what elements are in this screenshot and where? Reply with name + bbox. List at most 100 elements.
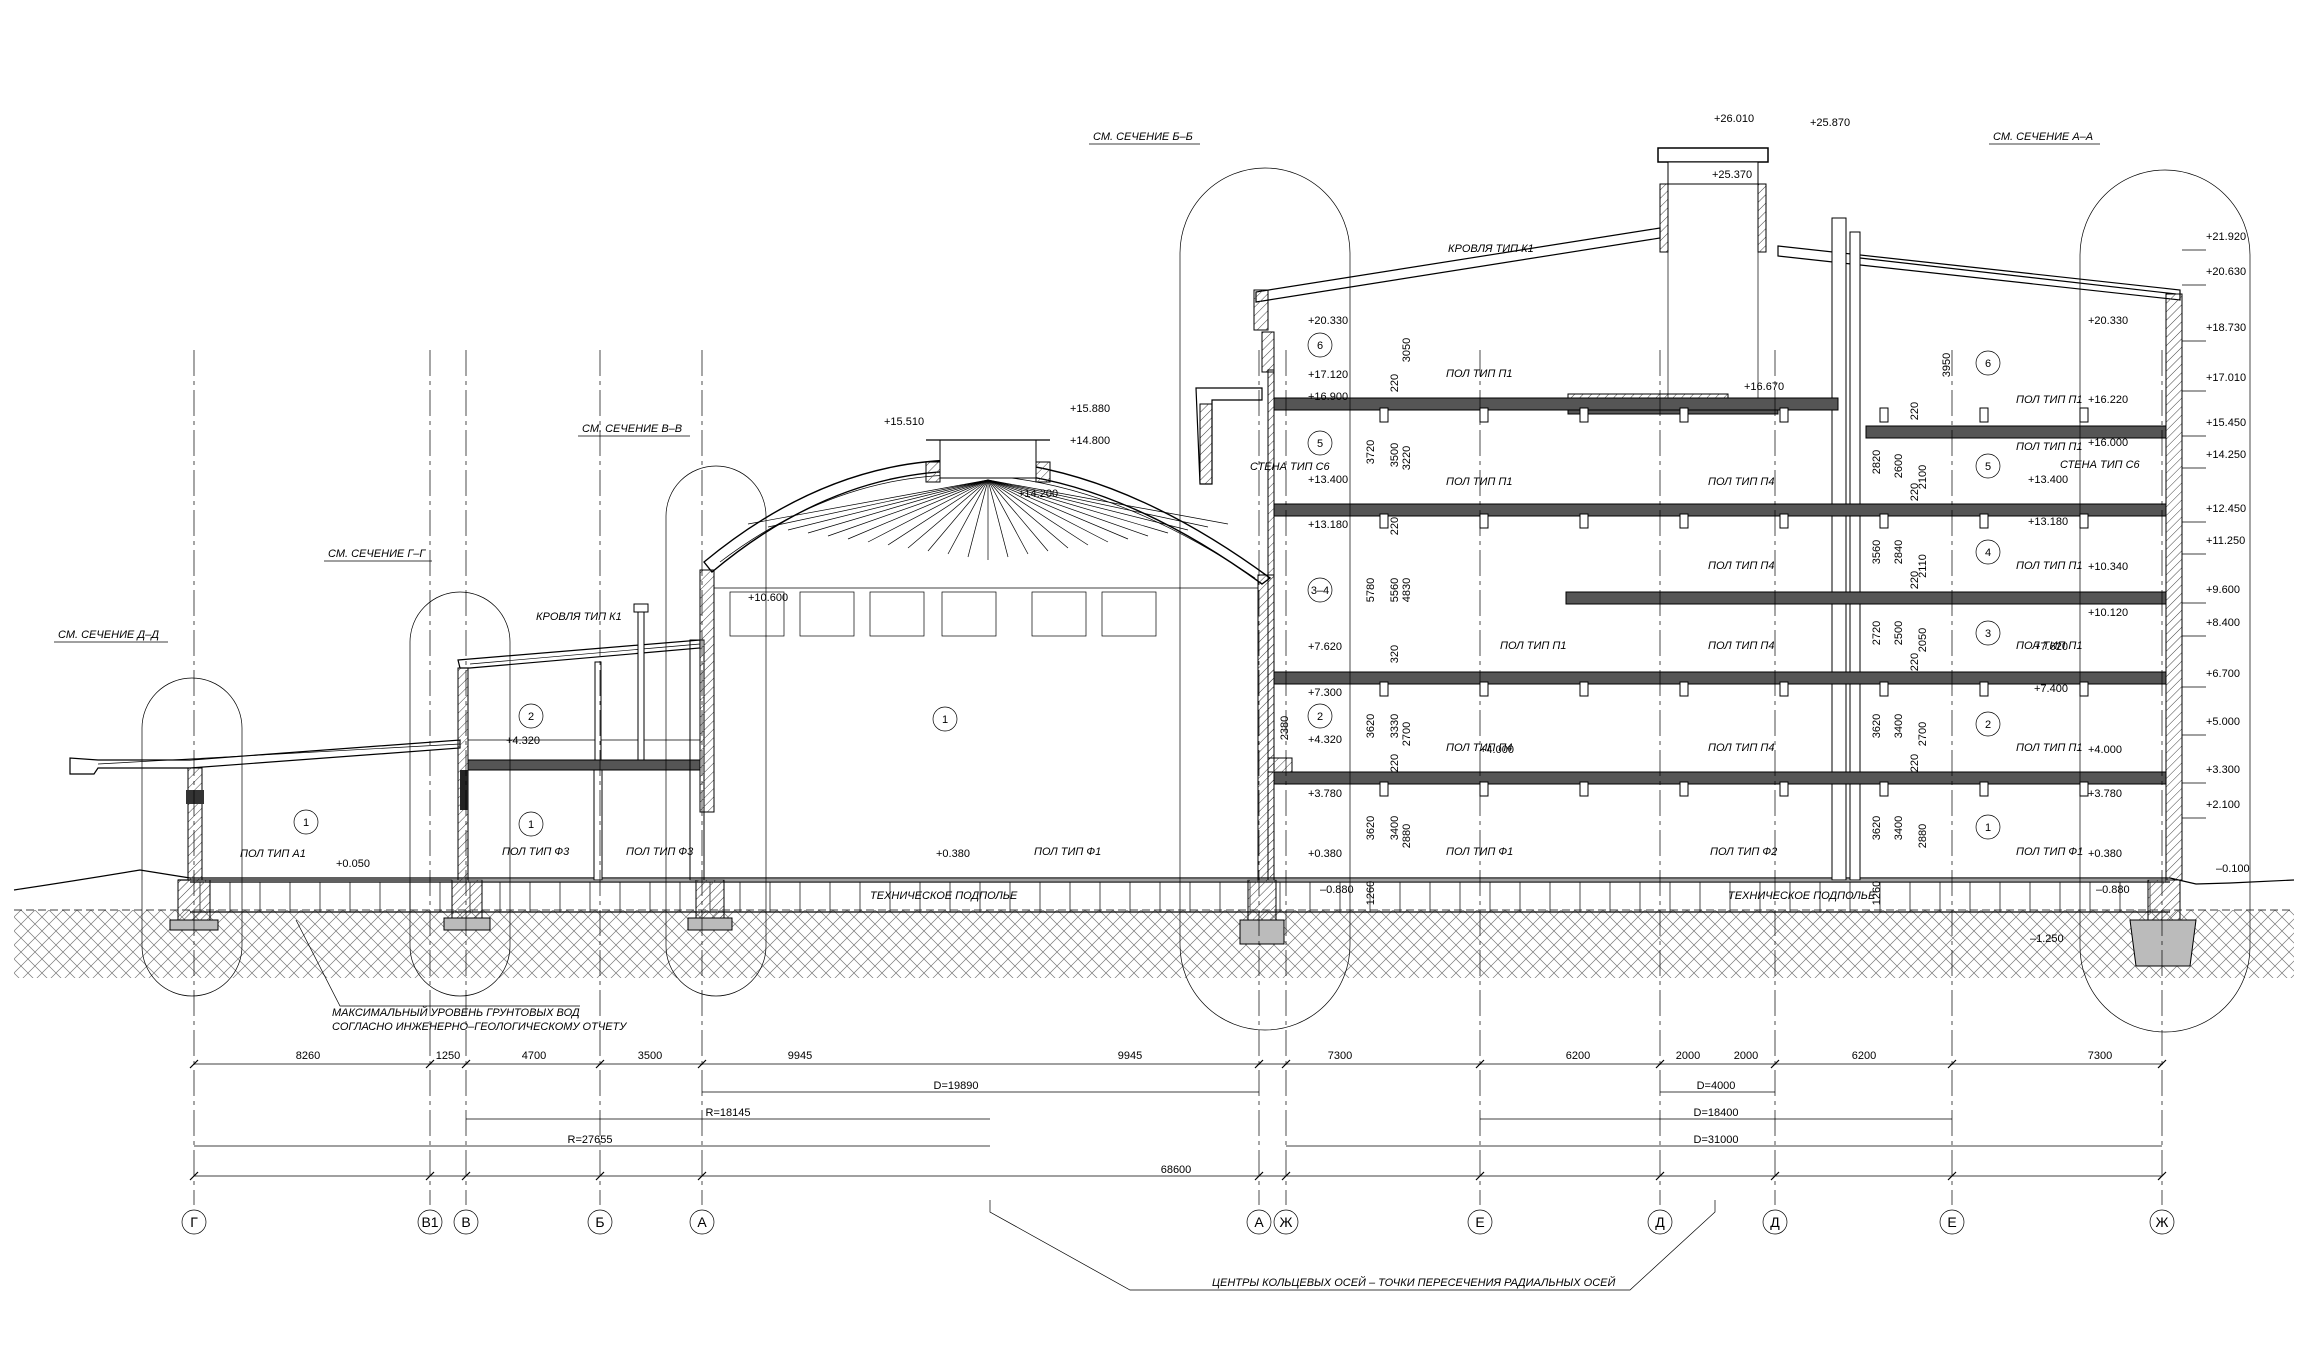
section-ref-labels: СМ. СЕЧЕНИЕ Д–ДСМ. СЕЧЕНИЕ Г–ГСМ. СЕЧЕНИ… <box>58 131 2093 641</box>
elevation-mark: +10.600 <box>748 592 788 604</box>
room-number-circle <box>932 706 958 732</box>
elevation-mark: +7.620 <box>1308 641 1342 653</box>
vertical-dimension: 3400 <box>1893 714 1905 738</box>
axis-lines <box>193 350 2163 1205</box>
floor-type-label: ПОЛ ТИП Ф1 <box>1446 846 1513 858</box>
axis-label: Д <box>1770 1214 1780 1230</box>
axis-label: В <box>461 1214 470 1230</box>
section-ref-label: СМ. СЕЧЕНИЕ Б–Б <box>1093 131 1193 143</box>
room-number: 5 <box>1985 461 1991 473</box>
elevation-mark: +3.780 <box>1308 788 1342 800</box>
horizontal-dimension: 2000 <box>1676 1050 1700 1062</box>
floor-type-label: СТЕНА ТИП С6 <box>2060 459 2141 471</box>
room-number-circle <box>1307 577 1333 603</box>
horizontal-dimension: 7300 <box>2088 1050 2112 1062</box>
elevation-mark: +18.730 <box>2206 322 2246 334</box>
room-number-circle <box>1975 814 2001 840</box>
horizontal-dimension: 2000 <box>1734 1050 1758 1062</box>
axis-bubble <box>1273 1209 1299 1235</box>
vertical-dimension: 2840 <box>1893 540 1905 564</box>
main-block <box>1195 147 2206 881</box>
vertical-dimension: 3400 <box>1893 816 1905 840</box>
vertical-dimension: 2380 <box>1279 716 1291 740</box>
dome-building <box>699 439 1275 881</box>
axis-bubble <box>1647 1209 1673 1235</box>
vertical-dimension: 2110 <box>1917 554 1929 578</box>
elevation-mark: +0.380 <box>1308 848 1342 860</box>
floor-type-label: ПОЛ ТИП Ф1 <box>2016 846 2083 858</box>
room-number: 1 <box>303 817 309 829</box>
elevation-mark: +17.120 <box>1308 369 1348 381</box>
room-number: 2 <box>528 711 534 723</box>
floor-type-label: ПОЛ ТИП П1 <box>2016 441 2082 453</box>
axis-bubble <box>2149 1209 2175 1235</box>
vertical-dimension: 3620 <box>1871 714 1883 738</box>
subfloor-label: ТЕХНИЧЕСКОЕ ПОДПОЛЬЕ <box>1728 890 1876 902</box>
elevation-mark: +13.400 <box>1308 474 1348 486</box>
vertical-dimension: 220 <box>1909 754 1921 772</box>
vertical-dimension: 220 <box>1389 517 1401 535</box>
elevation-mark: +13.180 <box>1308 519 1348 531</box>
vertical-dimension: 5780 <box>1365 578 1377 602</box>
elevation-mark: +17.010 <box>2206 372 2246 384</box>
elevation-mark: +5.000 <box>2206 716 2240 728</box>
groundwater-note-line2: СОГЛАСНО ИНЖЕНЕРНО–ГЕОЛОГИЧЕСКОМУ ОТЧЕТУ <box>332 1021 627 1033</box>
room-number-circle <box>1975 711 2001 737</box>
floor-type-label: ПОЛ ТИП Ф2 <box>1710 846 1777 858</box>
vertical-dimension: 3620 <box>1365 714 1377 738</box>
axis-label: Г <box>190 1214 198 1230</box>
elevation-mark: +3.300 <box>2206 764 2240 776</box>
vertical-dimension: 5560 <box>1389 578 1401 602</box>
elevation-mark: +14.800 <box>1070 435 1110 447</box>
horizontal-dimension: 1250 <box>436 1050 460 1062</box>
elevation-mark: +3.780 <box>2088 788 2122 800</box>
elevation-mark: +4.320 <box>506 735 540 747</box>
axis-bubble <box>587 1209 613 1235</box>
floor-type-label: СТЕНА ТИП С6 <box>1250 461 1331 473</box>
axis-label: Д <box>1655 1214 1665 1230</box>
section-ref-label: СМ. СЕЧЕНИЕ В–В <box>582 423 682 435</box>
elevation-mark: +10.120 <box>2088 607 2128 619</box>
elevation-mark: +0.380 <box>936 848 970 860</box>
vertical-dimension: 1260 <box>1365 881 1377 905</box>
room-number: 6 <box>1985 358 1991 370</box>
vertical-dimension: 2720 <box>1871 621 1883 645</box>
axis-bubble <box>1939 1209 1965 1235</box>
floor-type-label: ПОЛ ТИП П1 <box>1446 368 1512 380</box>
roof-type-label: КРОВЛЯ ТИП К1 <box>1448 243 1534 255</box>
horizontal-dimension: 4700 <box>522 1050 546 1062</box>
vertical-dimension: 220 <box>1909 402 1921 420</box>
horizontal-dimension: D=19890 <box>934 1080 979 1092</box>
room-number-circle <box>293 809 319 835</box>
floor-type-label: ПОЛ ТИП Ф3 <box>502 846 570 858</box>
room-number: 2 <box>1985 719 1991 731</box>
vertical-dimension: 3560 <box>1871 540 1883 564</box>
elevation-mark: –0.100 <box>2216 863 2250 875</box>
room-number: 1 <box>1985 822 1991 834</box>
axis-label: А <box>697 1214 707 1230</box>
elevation-mark: +16.670 <box>1744 381 1784 393</box>
room-number: 2 <box>1317 711 1323 723</box>
room-number: 3 <box>1985 628 1991 640</box>
vertical-dimension: 2500 <box>1893 621 1905 645</box>
vertical-dimension: 320 <box>1389 645 1401 663</box>
elevation-mark: +25.870 <box>1810 117 1850 129</box>
vertical-dimension: 3620 <box>1365 816 1377 840</box>
floor-type-label: ПОЛ ТИП П1 <box>2016 742 2082 754</box>
elevation-mark: +14.200 <box>1018 488 1058 500</box>
room-number-circle <box>1975 453 2001 479</box>
subfloor-label: ТЕХНИЧЕСКОЕ ПОДПОЛЬЕ <box>870 890 1018 902</box>
elevation-mark: +11.250 <box>2206 535 2245 547</box>
elevation-mark: +0.050 <box>336 858 370 870</box>
room-number-circle <box>1975 350 2001 376</box>
elevation-mark: +13.180 <box>2028 516 2068 528</box>
axis-bubble <box>453 1209 479 1235</box>
dimension-lines <box>189 1059 2167 1181</box>
horizontal-dimension: 7300 <box>1328 1050 1352 1062</box>
elevation-mark: +0.380 <box>2088 848 2122 860</box>
elevation-mark: +15.880 <box>1070 403 1110 415</box>
